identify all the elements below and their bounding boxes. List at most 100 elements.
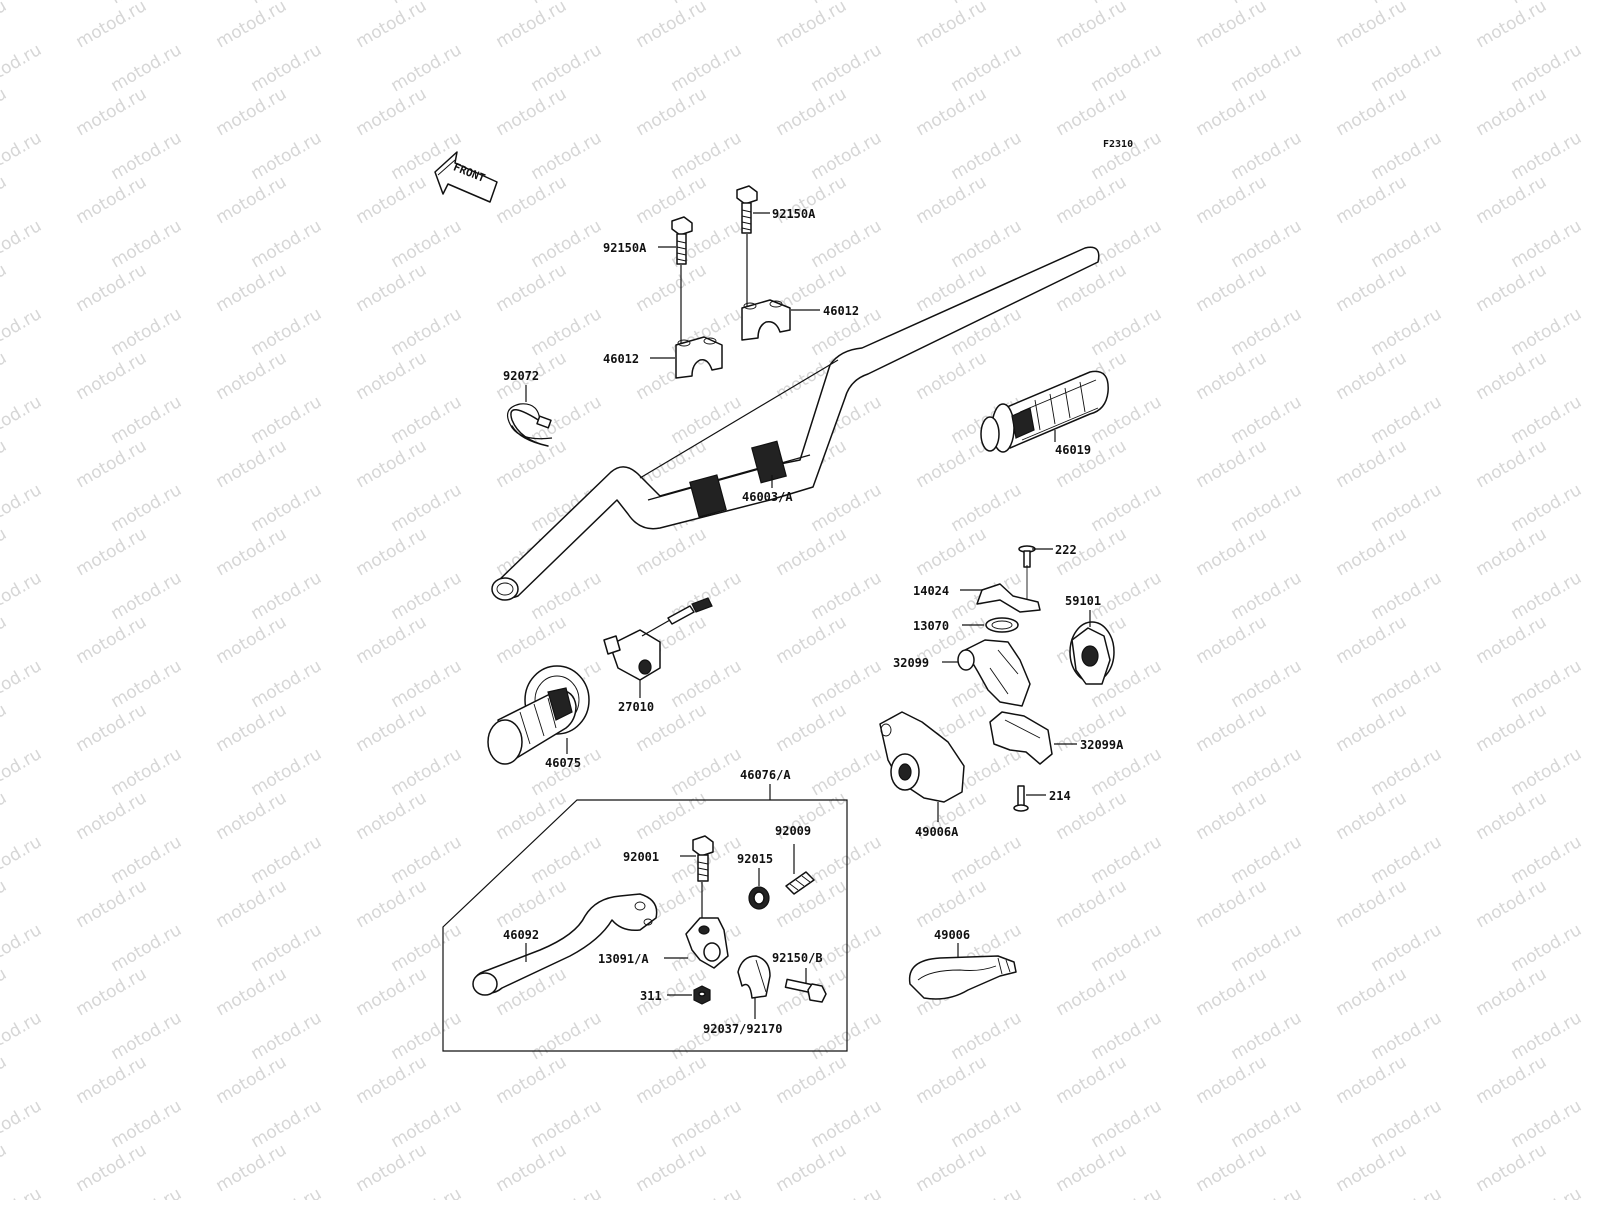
watermark-text: motod.ru [1333, 612, 1411, 668]
watermark-text: motod.ru [353, 260, 431, 316]
watermark-text: motod.ru [668, 744, 746, 800]
watermark-text: motod.ru [353, 436, 431, 492]
watermark-text: motod.ru [528, 304, 606, 360]
watermark-text: motod.ru [108, 128, 186, 184]
watermark-text: motod.ru [913, 0, 991, 52]
spring-92015 [748, 886, 770, 910]
watermark-text: motod.ru [948, 832, 1026, 888]
front-direction-arrow: FRONT [434, 151, 498, 203]
label-clamp-13070: 13070 [913, 619, 949, 633]
watermark-text: motod.ru [1368, 744, 1446, 800]
case-32099a [989, 711, 1053, 765]
watermark-text: motod.ru [213, 348, 291, 404]
watermark-text: motod.ru [1473, 436, 1551, 492]
watermark-text: motod.ru [1193, 788, 1271, 844]
watermark-text: motod.ru [1368, 1184, 1446, 1200]
watermark-text: motod.ru [248, 480, 326, 536]
watermark-text: motod.ru [808, 744, 886, 800]
watermark-text: motod.ru [0, 40, 45, 96]
watermark-text: motod.ru [353, 84, 431, 140]
watermark-text: motod.ru [913, 84, 991, 140]
watermark-text: motod.ru [73, 260, 151, 316]
watermark-text: motod.ru [528, 1184, 606, 1200]
watermark-text: motod.ru [668, 40, 746, 96]
watermark-text: motod.ru [633, 84, 711, 140]
watermark-text: motod.ru [1333, 84, 1411, 140]
watermark-text: motod.ru [1088, 304, 1166, 360]
watermark-text: motod.ru [1053, 172, 1131, 228]
watermark-text: motod.ru [773, 612, 851, 668]
watermark-text: motod.ru [808, 128, 886, 184]
lever-46092 [472, 893, 658, 996]
watermark-text: motod.ru [1088, 1184, 1166, 1200]
watermark-text: motod.ru [808, 920, 886, 976]
watermark-text: motod.ru [1193, 524, 1271, 580]
watermark-text: motod.ru [1333, 172, 1411, 228]
watermark-text: motod.ru [1508, 1008, 1586, 1064]
watermark-text: motod.ru [1508, 744, 1586, 800]
watermark-text: motod.ru [388, 216, 466, 272]
watermark-text: motod.ru [1193, 1052, 1271, 1108]
watermark-text: motod.ru [493, 788, 571, 844]
watermark-text: motod.ru [1333, 348, 1411, 404]
watermark-text: motod.ru [353, 0, 431, 52]
watermark-text: motod.ru [1053, 964, 1131, 1020]
label-holder-top: 46012 [823, 304, 859, 318]
watermark-text: motod.ru [73, 1140, 151, 1196]
watermark-text: motod.ru [213, 612, 291, 668]
watermark-text: motod.ru [0, 524, 10, 580]
watermark-text: motod.ru [73, 612, 151, 668]
pulley-59101 [1069, 621, 1115, 685]
clamp-ring-92072 [507, 403, 553, 447]
watermark-text: motod.ru [808, 656, 886, 712]
adjuster-92009 [785, 871, 815, 895]
label-spring-92015: 92015 [737, 852, 773, 866]
watermark-text: motod.ru [1473, 876, 1551, 932]
watermark-text: motod.ru [493, 1140, 571, 1196]
watermark-text: motod.ru [493, 876, 571, 932]
watermark-text: motod.ru [1053, 1052, 1131, 1108]
label-bolt-92150a-top: 92150A [772, 207, 816, 221]
watermark-text: motod.ru [213, 1052, 291, 1108]
watermark-text: motod.ru [1228, 480, 1306, 536]
watermark-text: motod.ru [1193, 348, 1271, 404]
watermark-text: motod.ru [108, 920, 186, 976]
watermark-text: motod.ru [1508, 920, 1586, 976]
watermark-text: motod.ru [773, 1052, 851, 1108]
watermark-text: motod.ru [528, 40, 606, 96]
watermark-text: motod.ru [528, 832, 606, 888]
watermark-text: motod.ru [0, 0, 10, 52]
watermark-text: motod.ru [388, 304, 466, 360]
watermark-text: motod.ru [108, 568, 186, 624]
watermark-text: motod.ru [1473, 700, 1551, 756]
watermark-text: motod.ru [108, 832, 186, 888]
watermark-text: motod.ru [108, 216, 186, 272]
watermark-text: motod.ru [1333, 876, 1411, 932]
watermark-text: motod.ru [248, 832, 326, 888]
watermark-text: motod.ru [1473, 260, 1551, 316]
watermark-text: motod.ru [808, 832, 886, 888]
watermark-text: motod.ru [1228, 920, 1306, 976]
watermark-text: motod.ru [1228, 128, 1306, 184]
watermark-text: motod.ru [948, 1008, 1026, 1064]
watermark-text: motod.ru [493, 0, 571, 52]
bracket-13091 [685, 917, 729, 969]
watermark-text: motod.ru [1508, 392, 1586, 448]
watermark-text: motod.ru [1228, 1096, 1306, 1152]
watermark-text: motod.ru [213, 964, 291, 1020]
watermark-text: motod.ru [633, 0, 711, 52]
watermark-text: motod.ru [388, 920, 466, 976]
watermark-text: motod.ru [1333, 436, 1411, 492]
watermark-text: motod.ru [633, 524, 711, 580]
watermark-text: motod.ru [1228, 1008, 1306, 1064]
watermark-text: motod.ru [1193, 612, 1271, 668]
watermark-text: motod.ru [248, 1008, 326, 1064]
watermark-text: motod.ru [1088, 832, 1166, 888]
watermark-text: motod.ru [73, 348, 151, 404]
watermark-text: motod.ru [1228, 216, 1306, 272]
watermark-text: motod.ru [1088, 1008, 1166, 1064]
watermark-text: motod.ru [1508, 1184, 1586, 1200]
label-case-32099: 32099 [893, 656, 929, 670]
watermark-text: motod.ru [248, 920, 326, 976]
